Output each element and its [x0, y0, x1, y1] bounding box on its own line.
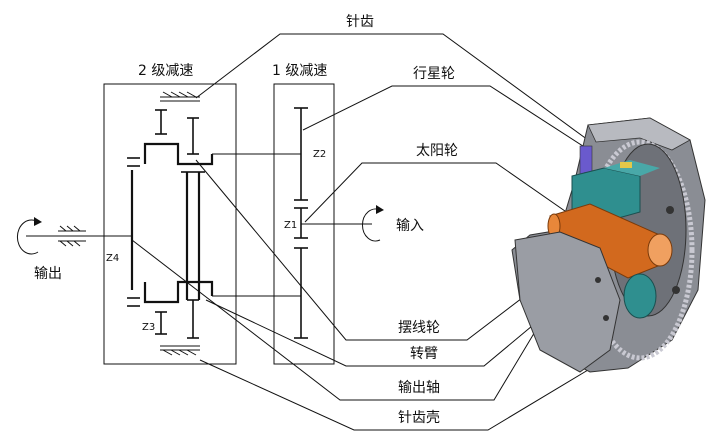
output-rotation-icon: [16, 217, 42, 255]
stage1-label: 1 级减速: [272, 63, 327, 79]
label-sun-gear: 太阳轮: [416, 143, 458, 159]
stage2-gears: [26, 91, 214, 356]
z3-label: Z3: [142, 322, 155, 333]
label-planet-gear: 行星轮: [413, 66, 455, 82]
label-pin-gear-housing: 针齿壳: [398, 409, 440, 426]
stage2-box: [103, 83, 237, 365]
leader-lines: [131, 33, 621, 431]
input-rotation-icon: [362, 205, 384, 242]
reducer-3d-cutaway: [511, 117, 706, 373]
z4-label: Z4: [106, 253, 119, 264]
label-crank-arm: 转臂: [410, 346, 438, 362]
z2-label: Z2: [313, 149, 326, 160]
stage2-label: 2 级减速: [138, 63, 193, 79]
output-label: 输出: [34, 266, 62, 282]
label-output-shaft: 输出轴: [398, 380, 440, 396]
stage1-gears: [294, 107, 372, 339]
z1-label: Z1: [284, 220, 297, 231]
label-cycloid-gear: 摆线轮: [398, 320, 440, 336]
label-pin-gear: 针齿: [346, 14, 374, 30]
input-label: 输入: [396, 218, 424, 234]
